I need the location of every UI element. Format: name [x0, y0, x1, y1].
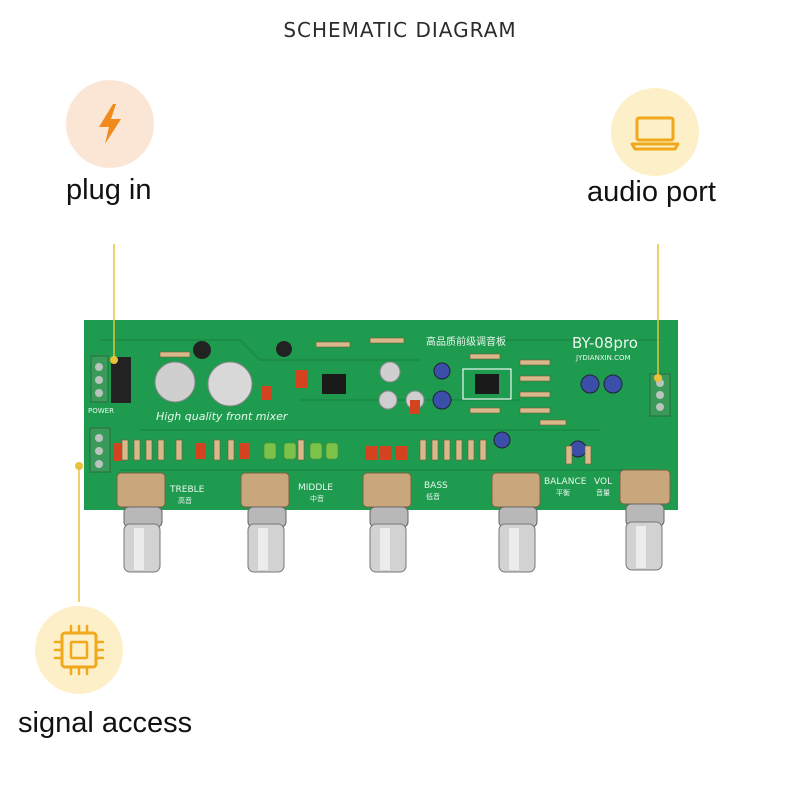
regulator: [111, 357, 131, 403]
vol-cn-label: 音量: [596, 488, 610, 497]
chip-icon: [53, 624, 105, 676]
capacitor-large-2: [207, 361, 253, 407]
knob-middle: [240, 472, 290, 573]
capacitor-small-2: [378, 390, 398, 410]
treble-cn-label: 高音: [178, 496, 192, 505]
page-title: SCHEMATIC DIAGRAM: [283, 18, 517, 42]
resistor-row: [121, 337, 592, 465]
bass-cn-label: 低音: [426, 492, 440, 501]
transistor-2: [276, 341, 292, 357]
capacitor-blue-5: [493, 431, 511, 449]
audio-port-icon-circle: [611, 88, 699, 176]
knob-bass: [362, 472, 412, 573]
board-site: JYDIANXIN.COM: [575, 354, 631, 362]
signal-access-label: signal access: [18, 707, 193, 739]
bass-label: BASS: [424, 481, 448, 491]
knob-vol: [619, 469, 671, 571]
vol-label: VOL: [594, 477, 612, 487]
laptop-icon: [630, 116, 680, 151]
capacitor-blue-6: [569, 440, 587, 458]
audio-port-label: audio port: [587, 176, 716, 208]
signal-access-icon-circle: [35, 606, 123, 694]
board-slogan: High quality front mixer: [156, 410, 289, 423]
ic-chip-1: [322, 374, 346, 394]
knob-treble: [116, 472, 166, 573]
board-model: BY-08pro: [572, 334, 638, 352]
capacitor-blue-1: [432, 390, 452, 410]
capacitor-small-1: [379, 361, 401, 383]
film-capacitors: [113, 370, 420, 461]
board-chinese-title: 高品质前级调音板: [426, 335, 506, 348]
capacitor-blue-4: [603, 374, 623, 394]
treble-label: TREBLE: [169, 485, 205, 495]
transistor: [193, 341, 211, 359]
middle-label: MIDDLE: [298, 483, 333, 493]
capacitor-blue-2: [433, 362, 451, 380]
plug-in-label: plug in: [66, 174, 152, 206]
capacitor-large-1: [154, 361, 196, 403]
capacitor-blue-3: [580, 374, 600, 394]
balance-cn-label: 平衡: [556, 488, 570, 497]
ic-chip-2: [475, 374, 499, 394]
power-label: POWER: [88, 407, 114, 415]
ic-socket: [462, 368, 512, 400]
balance-label: BALANCE: [544, 477, 587, 487]
green-capacitors: [263, 442, 339, 460]
plug-in-icon-circle: [66, 80, 154, 168]
lightning-icon: [99, 104, 121, 144]
middle-cn-label: 中音: [310, 494, 324, 503]
knob-balance: [491, 472, 541, 573]
